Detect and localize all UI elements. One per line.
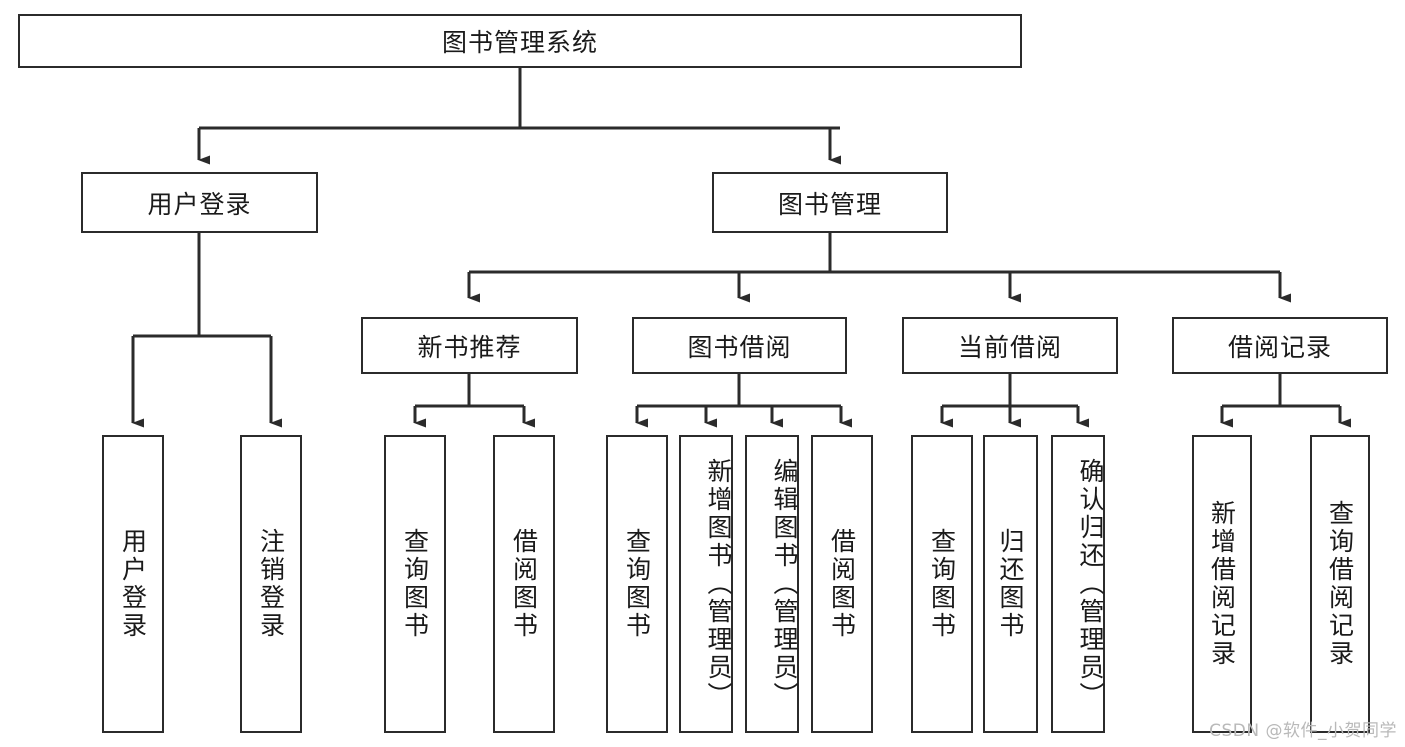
leaf-query-borrow-record[interactable]: 查询借阅记录 <box>1310 435 1370 733</box>
leaf-borrow-book[interactable]: 借阅图书 <box>811 435 873 733</box>
leaf-label: 新增图书（管理员） <box>704 458 733 710</box>
leaf-label: 用户登录 <box>118 528 148 640</box>
leaf-return-book[interactable]: 归还图书 <box>983 435 1038 733</box>
node-borrow-record[interactable]: 借阅记录 <box>1172 317 1388 374</box>
leaf-label: 查询借阅记录 <box>1325 500 1355 668</box>
leaf-label: 归还图书 <box>996 528 1025 640</box>
leaf-borrow-book-new[interactable]: 借阅图书 <box>493 435 555 733</box>
leaf-confirm-return-admin[interactable]: 确认归还（管理员） <box>1051 435 1105 733</box>
node-book-borrow[interactable]: 图书借阅 <box>632 317 847 374</box>
leaf-label: 查询图书 <box>400 528 430 640</box>
leaf-query-book-borrow[interactable]: 查询图书 <box>606 435 668 733</box>
leaf-edit-book-admin[interactable]: 编辑图书（管理员） <box>745 435 799 733</box>
leaf-label: 新增借阅记录 <box>1207 500 1237 668</box>
leaf-add-book-admin[interactable]: 新增图书（管理员） <box>679 435 733 733</box>
leaf-query-book-current[interactable]: 查询图书 <box>911 435 973 733</box>
node-book-manage[interactable]: 图书管理 <box>712 172 948 233</box>
node-new-book-recommend[interactable]: 新书推荐 <box>361 317 578 374</box>
leaf-label: 查询图书 <box>622 528 652 640</box>
leaf-label: 确认归还（管理员） <box>1076 458 1105 710</box>
leaf-label: 借阅图书 <box>827 528 857 640</box>
leaf-add-borrow-record[interactable]: 新增借阅记录 <box>1192 435 1252 733</box>
leaf-label: 编辑图书（管理员） <box>770 458 799 710</box>
leaf-label: 借阅图书 <box>509 528 539 640</box>
csdn-watermark: CSDN @软件_小贺同学 <box>1209 721 1397 741</box>
leaf-user-login[interactable]: 用户登录 <box>102 435 164 733</box>
leaf-query-book-new[interactable]: 查询图书 <box>384 435 446 733</box>
node-current-borrow[interactable]: 当前借阅 <box>902 317 1118 374</box>
node-root-system[interactable]: 图书管理系统 <box>18 14 1022 68</box>
leaf-label: 注销登录 <box>256 528 286 640</box>
leaf-label: 查询图书 <box>927 528 957 640</box>
node-user-login[interactable]: 用户登录 <box>81 172 318 233</box>
leaf-logout[interactable]: 注销登录 <box>240 435 302 733</box>
